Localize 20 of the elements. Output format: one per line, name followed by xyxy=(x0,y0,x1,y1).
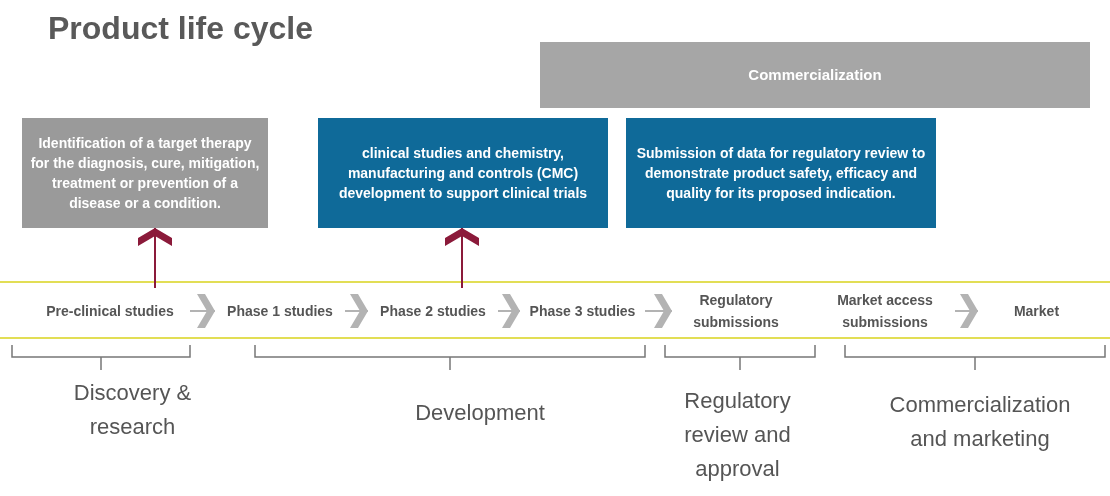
title: Product life cycle xyxy=(48,10,313,47)
phase-group-label: Development xyxy=(414,399,546,427)
box-text: clinical studies and chemistry, manufacturing and controls (CMC) development to support clinical trials xyxy=(337,144,589,203)
stage-label: Phase 2 studies xyxy=(380,302,486,321)
description-box xyxy=(318,118,608,228)
stage-label: Regulatory submissions xyxy=(692,291,780,332)
phase-group-label: Discovery & research xyxy=(72,379,193,441)
box-text: Identification of a target therapy for the diagnosis, cure, mitigation, treatment or prevention of a disease or a condition. xyxy=(30,134,260,213)
box-text: Commercialization xyxy=(748,65,882,85)
phase-group-label: Regulatory review and approval xyxy=(683,387,792,483)
stage-label: Market access submissions xyxy=(836,291,934,332)
stage-label: Market xyxy=(1013,302,1060,321)
stage-label: Phase 1 studies xyxy=(227,302,333,321)
stage-label: Pre-clinical studies xyxy=(46,302,174,321)
description-box xyxy=(22,118,268,228)
phase-group-label: Commercialization and marketing xyxy=(888,391,1072,453)
box-text: Submission of data for regulatory review to demonstrate product safety, efficacy and quality for its proposed indication. xyxy=(635,144,927,203)
stage-label: Phase 3 studies xyxy=(529,302,636,321)
commercialization-bar xyxy=(540,42,1090,108)
description-box xyxy=(626,118,936,228)
